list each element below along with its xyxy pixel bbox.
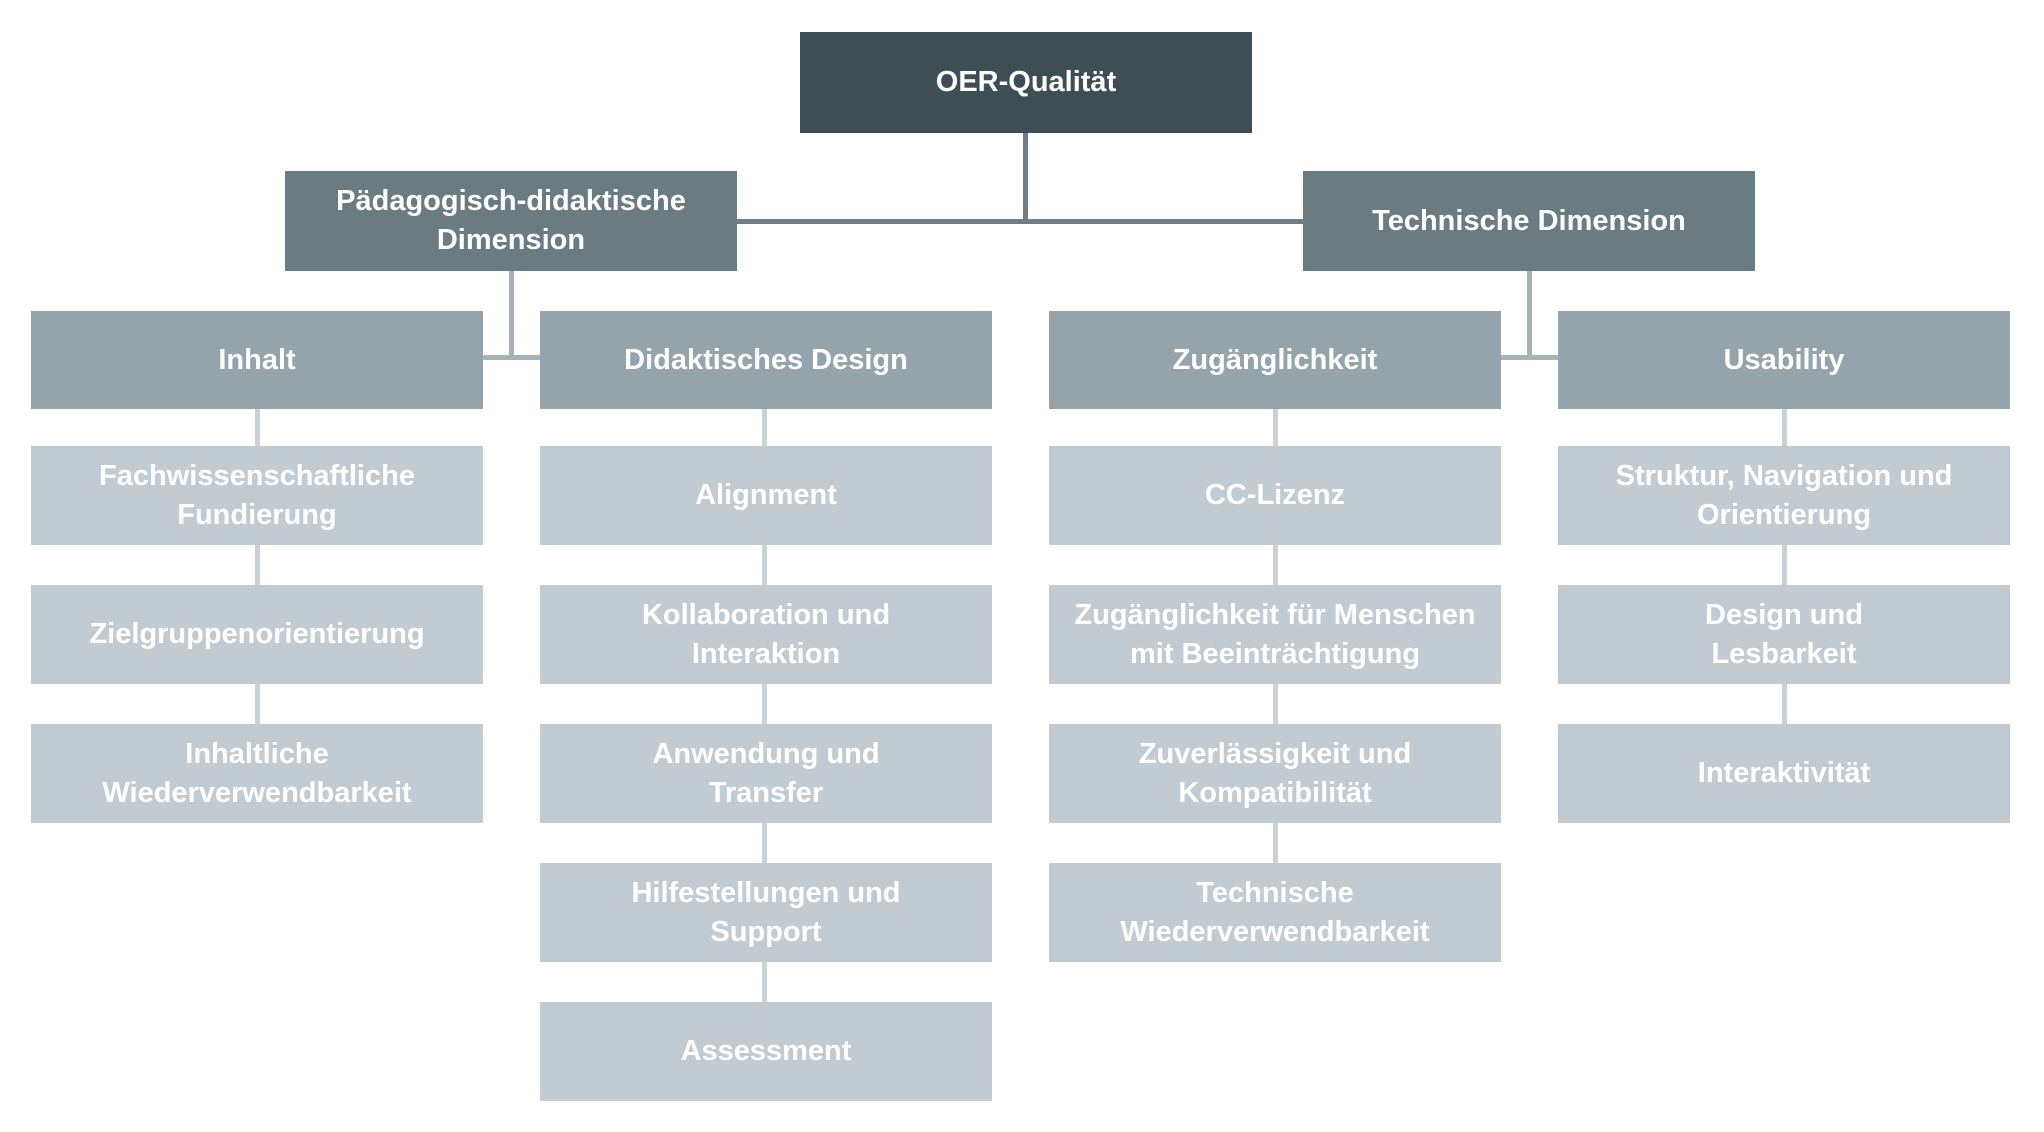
node-header-usability: Usability (1558, 311, 2010, 409)
connector-col2-seg2 (762, 545, 767, 585)
connector-col1-seg3 (255, 684, 260, 724)
connector-technisch-bar (1501, 355, 1558, 360)
node-item-hilfestellungen-und-support: Hilfestellungen und Support (540, 863, 992, 962)
connector-technisch-drop (1527, 271, 1532, 360)
connector-col1-seg2 (255, 545, 260, 585)
node-item-anwendung-und-transfer: Anwendung und Transfer (540, 724, 992, 823)
connector-col4-seg1 (1782, 409, 1787, 446)
connector-col3-seg2 (1273, 545, 1278, 585)
connector-col4-seg2 (1782, 545, 1787, 585)
node-item-interaktivitaet: Interaktivität (1558, 724, 2010, 823)
connector-root-bar (737, 219, 1303, 224)
node-item-zielgruppenorientierung: Zielgruppenorientierung (31, 585, 483, 684)
connector-paedagogisch-bar (483, 355, 540, 360)
node-item-assessment: Assessment (540, 1002, 992, 1101)
node-dimension-technisch: Technische Dimension (1303, 171, 1755, 271)
connector-col2-seg1 (762, 409, 767, 446)
node-item-struktur-navigation-orientierung: Struktur, Navigation und Orientierung (1558, 446, 2010, 545)
connector-col2-seg4 (762, 823, 767, 863)
node-item-cc-lizenz: CC-Lizenz (1049, 446, 1501, 545)
node-item-inhaltliche-wiederverwendbarkeit: Inhaltliche Wiederverwendbarkeit (31, 724, 483, 823)
connector-col3-seg4 (1273, 823, 1278, 863)
connector-col4-seg3 (1782, 684, 1787, 724)
node-item-zugaenglichkeit-menschen-beeintraechtigung: Zugänglichkeit für Menschen mit Beeinträ… (1049, 585, 1501, 684)
node-item-technische-wiederverwendbarkeit: Technische Wiederverwendbarkeit (1049, 863, 1501, 962)
connector-col2-seg5 (762, 962, 767, 1002)
node-item-fachwissenschaftliche-fundierung: Fachwissenschaftliche Fundierung (31, 446, 483, 545)
node-item-zuverlaessigkeit-und-kompatibilitaet: Zuverlässigkeit und Kompatibilität (1049, 724, 1501, 823)
node-item-kollaboration-und-interaktion: Kollaboration und Interaktion (540, 585, 992, 684)
connector-col2-seg3 (762, 684, 767, 724)
connector-paedagogisch-drop (509, 271, 514, 360)
connector-col3-seg3 (1273, 684, 1278, 724)
node-header-inhalt: Inhalt (31, 311, 483, 409)
node-item-alignment: Alignment (540, 446, 992, 545)
node-header-didaktisches-design: Didaktisches Design (540, 311, 992, 409)
connector-col3-seg1 (1273, 409, 1278, 446)
connector-col1-seg1 (255, 409, 260, 446)
node-item-design-und-lesbarkeit: Design und Lesbarkeit (1558, 585, 2010, 684)
node-dimension-paedagogisch-didaktisch: Pädagogisch-didaktische Dimension (285, 171, 737, 271)
node-oer-qualitaet: OER-Qualität (800, 32, 1252, 133)
connector-root-drop (1023, 133, 1028, 221)
node-header-zugaenglichkeit: Zugänglichkeit (1049, 311, 1501, 409)
